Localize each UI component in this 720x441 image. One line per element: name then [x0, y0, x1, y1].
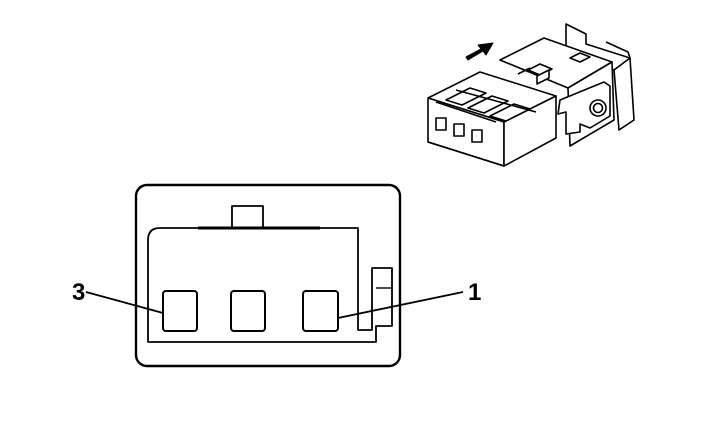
housing-cavity	[147, 227, 393, 343]
connector-latch	[557, 81, 611, 135]
callout-pin-3: 3	[72, 279, 85, 306]
insertion-arrow-icon	[465, 42, 494, 61]
callout-pin-1: 1	[468, 279, 481, 306]
connector-front-body	[427, 71, 557, 167]
leader-line-pin-1	[337, 291, 464, 319]
housing-outer	[134, 183, 402, 368]
connector-flange	[565, 23, 635, 131]
pin-1	[302, 290, 339, 332]
pin-3	[162, 290, 198, 332]
connector-front-view	[85, 183, 464, 368]
leader-line-pin-3	[85, 291, 164, 314]
pin-2	[230, 290, 266, 332]
connector-isometric-view	[427, 23, 635, 167]
locking-tab	[231, 205, 264, 229]
